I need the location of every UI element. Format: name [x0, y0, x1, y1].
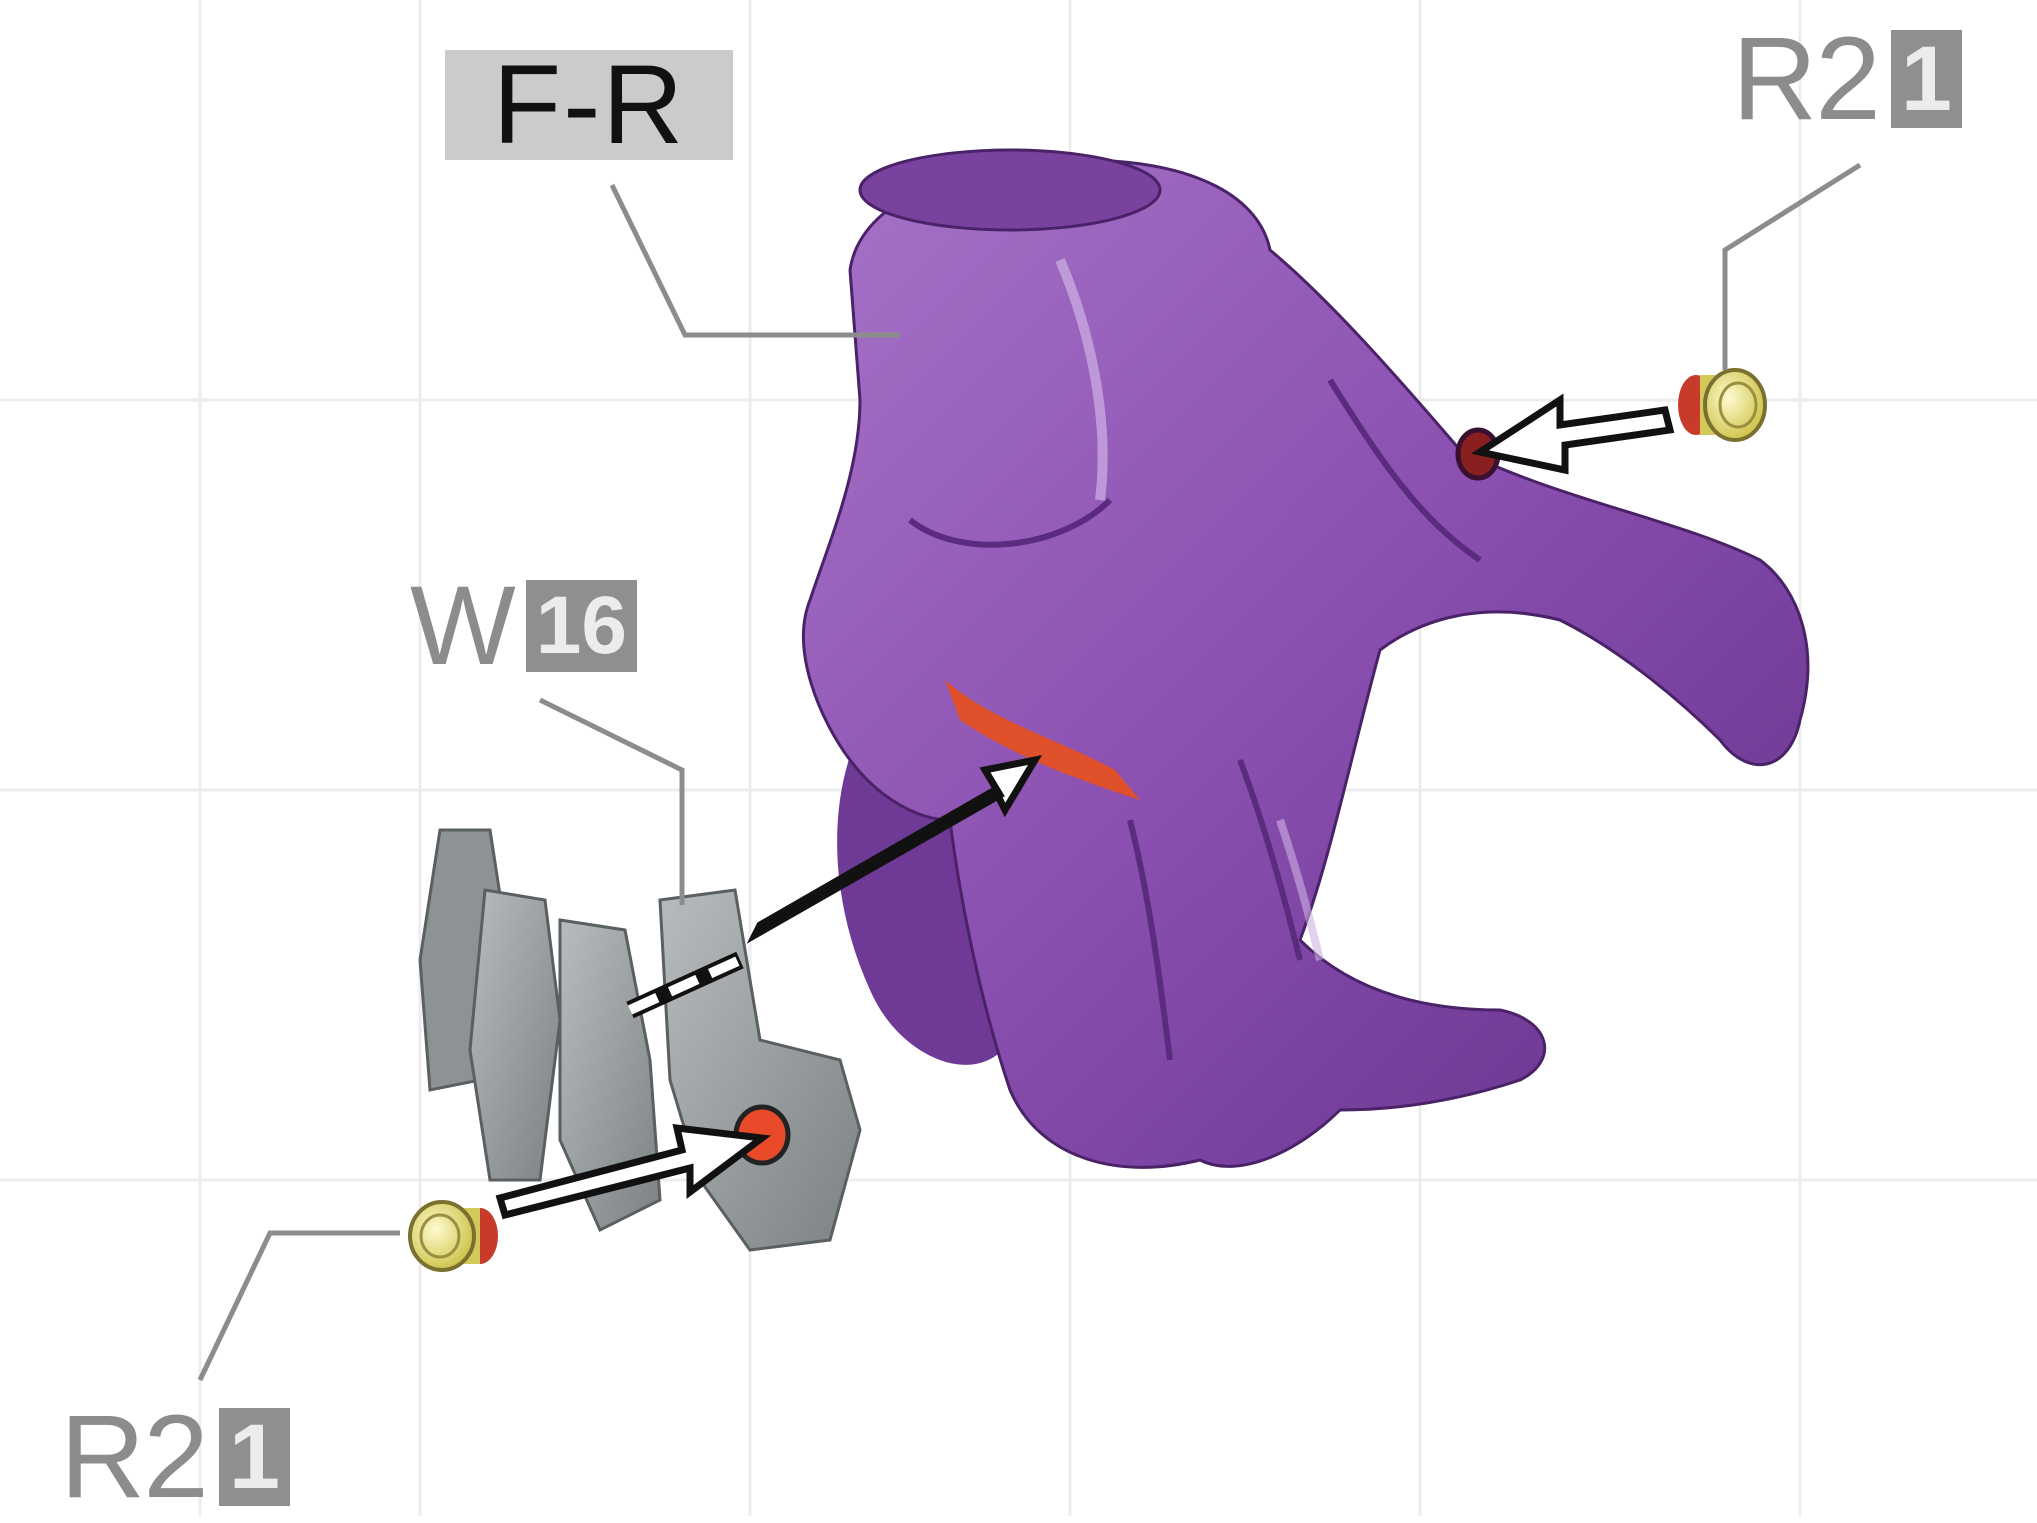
hand-part-fr: [804, 150, 1808, 1167]
plate-part-w: [420, 830, 860, 1250]
quantity-badge: 16: [526, 580, 637, 672]
leader-r2-bottom: [200, 1233, 400, 1380]
part-label-r2-top: R2 1: [1732, 20, 1962, 138]
screw-r2-bottom: [410, 1202, 498, 1270]
part-code: R2: [1732, 20, 1879, 138]
part-code: W: [410, 570, 514, 682]
part-label-w16: W 16: [410, 570, 637, 682]
arrow-screw-to-hand: [1480, 400, 1670, 470]
screw-r2-top: [1678, 370, 1765, 440]
part-code: R2: [60, 1398, 207, 1516]
part-label-r2-bottom: R2 1: [60, 1398, 290, 1516]
leader-w16: [540, 700, 682, 905]
quantity-badge: 1: [219, 1408, 290, 1506]
part-label-fr: F-R: [445, 50, 733, 160]
quantity-badge: 1: [1891, 30, 1962, 128]
leader-r2-top: [1725, 165, 1860, 370]
part-code: F-R: [493, 49, 686, 161]
